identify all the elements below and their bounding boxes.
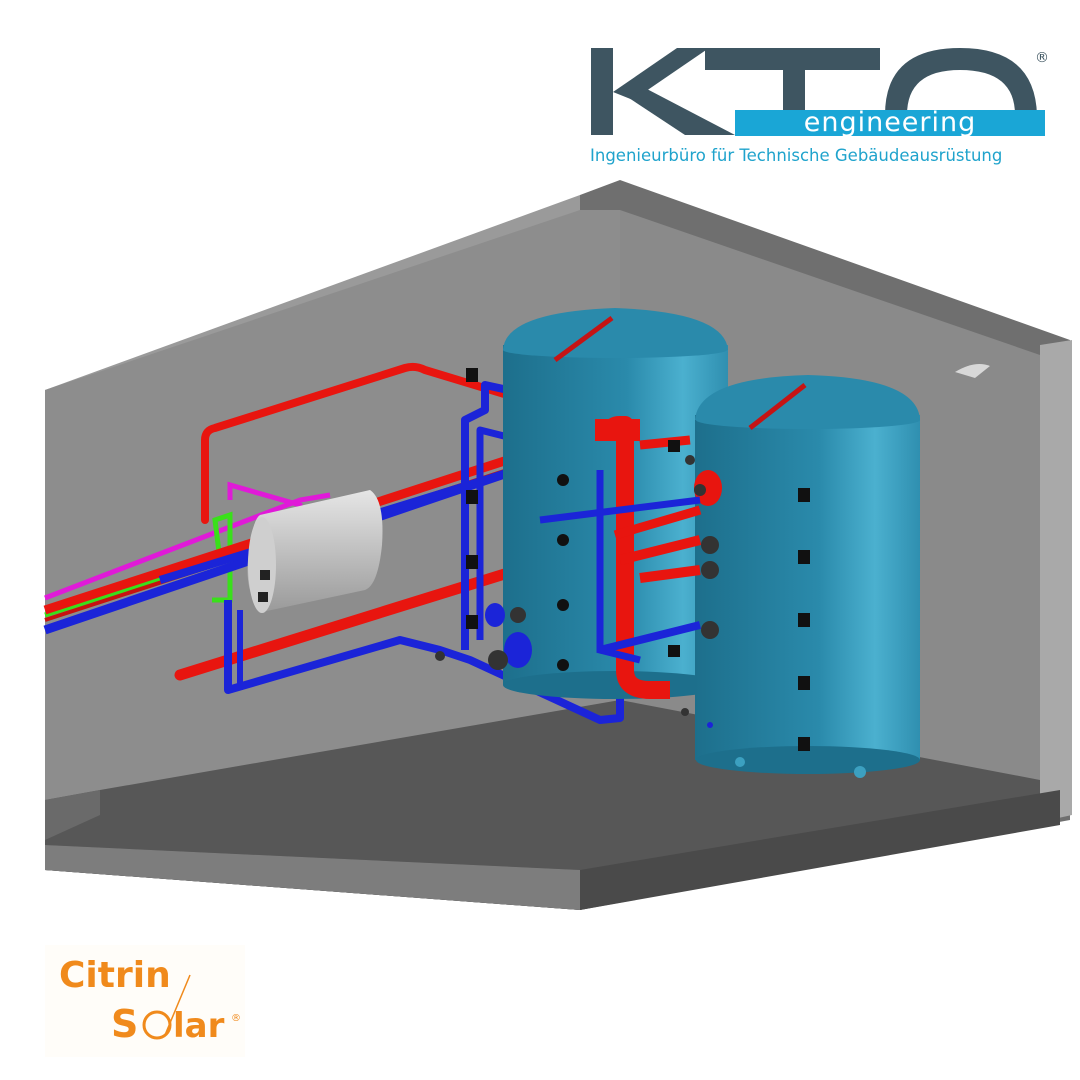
- storage-tank-2: [695, 375, 920, 778]
- kto-engineering-logo: engineering ®: [585, 40, 1055, 175]
- room-right-wall-edge: [1040, 340, 1072, 822]
- tank-connections: [435, 368, 722, 728]
- citrin-line2-rest: lar: [173, 1006, 225, 1046]
- kto-subtitle: Ingenieurbüro für Technische Gebäudeausr…: [590, 146, 1003, 165]
- citrin-line2-s: S: [111, 1002, 138, 1046]
- heat-exchanger: [247, 490, 383, 613]
- citrin-solar-logo: Citrin S lar ®: [45, 945, 245, 1057]
- plant-room-3d-render: [0, 175, 1080, 920]
- kto-tagline: engineering: [804, 107, 977, 138]
- kto-registered-mark: ®: [1035, 50, 1049, 66]
- citrin-line1: Citrin: [59, 955, 171, 996]
- citrin-registered-mark: ®: [231, 1013, 241, 1024]
